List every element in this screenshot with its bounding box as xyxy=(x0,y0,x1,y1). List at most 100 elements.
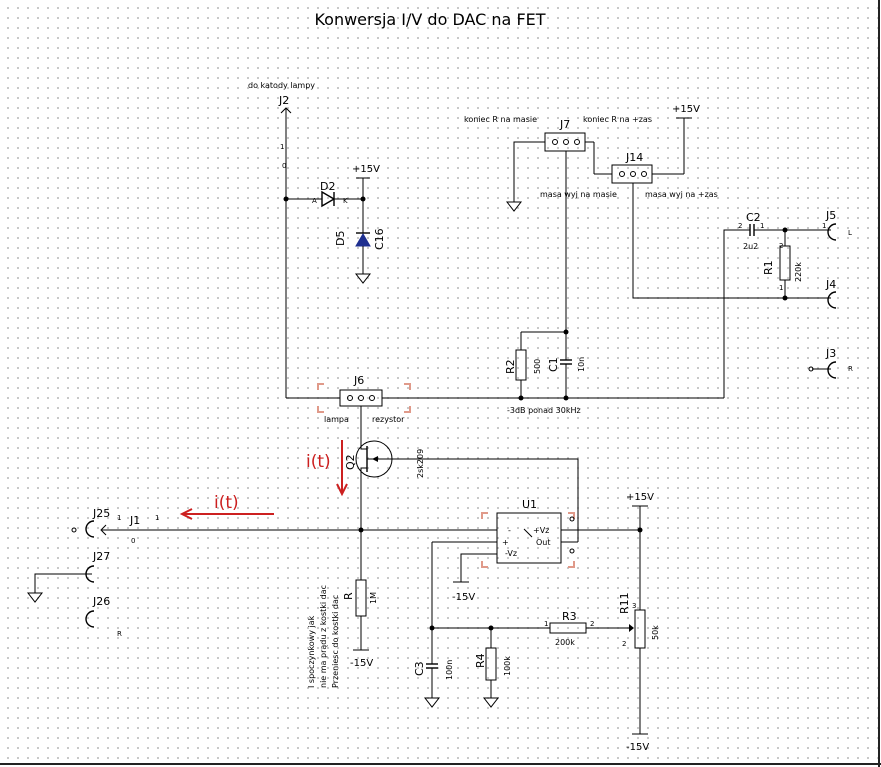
opamp-u1: U1 - + -Vz +Vz Out xyxy=(481,498,575,568)
connector-j2: do katody lampy J2 1 0 xyxy=(248,81,315,170)
svg-text:J4: J4 xyxy=(825,278,836,291)
power-plus15-d5: +15V xyxy=(352,164,380,199)
jack-j4: J4 xyxy=(825,278,836,309)
svg-text:50k: 50k xyxy=(651,625,660,640)
svg-text:1: 1 xyxy=(779,284,783,292)
svg-text:C3: C3 xyxy=(413,661,426,676)
svg-text:+15V: +15V xyxy=(626,492,654,503)
svg-text:2u2: 2u2 xyxy=(743,242,758,251)
svg-text:I spoczynkowy jak: I spoczynkowy jak xyxy=(307,615,316,688)
jack-j27: J27 xyxy=(26,550,110,603)
svg-text:K: K xyxy=(343,197,348,205)
svg-text:-15V: -15V xyxy=(626,742,649,753)
svg-text:1M: 1M xyxy=(369,592,378,604)
svg-text:0: 0 xyxy=(282,162,286,170)
svg-text:D5: D5 xyxy=(334,231,347,246)
svg-text:+Vz: +Vz xyxy=(533,526,549,535)
masa-wyj-zas-label: masa wyj na +zas xyxy=(645,190,718,199)
svg-text:i(t): i(t) xyxy=(306,452,331,472)
svg-text:L: L xyxy=(848,229,852,237)
svg-text:+15V: +15V xyxy=(352,164,380,175)
koniec-masie-label: koniec R na masie xyxy=(464,115,537,124)
svg-text:C2: C2 xyxy=(746,211,761,224)
svg-text:R: R xyxy=(848,365,853,373)
svg-text:J25: J25 xyxy=(92,507,110,520)
power-minus15-u1: -15V xyxy=(452,592,475,603)
svg-text:2: 2 xyxy=(590,620,594,628)
capacitor-c1: C1 10n xyxy=(547,332,586,398)
power-plus15-u1: +15V xyxy=(626,492,654,610)
svg-text:R: R xyxy=(117,630,122,638)
svg-text:1: 1 xyxy=(155,514,159,522)
svg-text:Out: Out xyxy=(536,538,551,547)
svg-text:1: 1 xyxy=(822,222,826,230)
svg-text:A: A xyxy=(312,197,317,205)
do-katody-label: do katody lampy xyxy=(248,81,315,90)
diode-d2: D2 A K xyxy=(312,180,348,208)
svg-text:2: 2 xyxy=(779,242,783,250)
capacitor-c3: C3 100n xyxy=(413,630,454,708)
svg-text:U1: U1 xyxy=(522,498,537,511)
svg-text:Przeniesc do kostki dac: Przeniesc do kostki dac xyxy=(331,595,340,688)
svg-text:J5: J5 xyxy=(825,209,836,222)
svg-text:nie ma prądu z kostki dac: nie ma prądu z kostki dac xyxy=(319,585,328,688)
svg-text:R2: R2 xyxy=(504,359,517,374)
svg-text:R3: R3 xyxy=(562,610,577,623)
svg-text:J26: J26 xyxy=(92,595,110,608)
svg-text:J7: J7 xyxy=(559,118,570,131)
svg-text:100k: 100k xyxy=(503,656,512,676)
svg-text:Q2: Q2 xyxy=(344,454,357,470)
note-text: I spoczynkowy jak nie ma prądu z kostki … xyxy=(307,585,340,688)
connector-j1: J1 1 1 0 xyxy=(100,514,159,545)
svg-text:200k: 200k xyxy=(555,638,575,647)
svg-text:R1: R1 xyxy=(762,260,775,275)
svg-text:3: 3 xyxy=(632,602,636,610)
connector-j7: J7 xyxy=(544,118,586,152)
svg-text:1: 1 xyxy=(117,514,121,522)
svg-text:lampa: lampa xyxy=(324,415,349,424)
koniec-zas-label: koniec R na +zas xyxy=(583,115,652,124)
svg-text:-Vz: -Vz xyxy=(505,549,517,558)
power-plus15-j7: +15V xyxy=(672,104,700,174)
svg-text:J27: J27 xyxy=(92,550,110,563)
svg-text:R4: R4 xyxy=(474,653,487,668)
minus3db-label: -3dB ponad 30kHz xyxy=(507,406,581,415)
ground-d5 xyxy=(354,273,372,284)
svg-text:C16: C16 xyxy=(373,228,386,250)
svg-text:500: 500 xyxy=(533,359,542,374)
svg-text:2sk209: 2sk209 xyxy=(416,449,425,478)
connector-j6: J6 lampa rezystor xyxy=(317,374,411,424)
svg-text:2: 2 xyxy=(622,640,626,648)
svg-text:2: 2 xyxy=(738,222,742,230)
current-arrow-vertical: i(t) xyxy=(306,440,348,497)
j2-ref: J2 xyxy=(278,94,289,107)
connector-j14: J14 xyxy=(611,151,653,184)
svg-text:0: 0 xyxy=(131,537,135,545)
resistor-r4: R4 100k xyxy=(474,628,512,708)
svg-text:1: 1 xyxy=(544,620,548,628)
svg-text:J3: J3 xyxy=(825,347,836,360)
svg-text:1: 1 xyxy=(760,222,764,230)
svg-text:R: R xyxy=(342,592,355,600)
jack-j26: J26 R xyxy=(85,595,122,638)
resistor-r1: R1 220k 2 1 xyxy=(762,230,803,298)
svg-text:220k: 220k xyxy=(794,262,803,282)
svg-text:i(t): i(t) xyxy=(214,493,239,513)
jack-j3: J3 R xyxy=(808,347,853,379)
svg-text:+15V: +15V xyxy=(672,104,700,115)
svg-text:D2: D2 xyxy=(320,180,335,193)
svg-text:-: - xyxy=(508,526,511,535)
svg-text:R11: R11 xyxy=(618,592,631,614)
resistor-r-1m: R 1M -15V xyxy=(342,530,378,669)
svg-text:100n: 100n xyxy=(445,660,454,680)
svg-text:1: 1 xyxy=(280,143,284,151)
diode-d5: D5 C16 xyxy=(334,199,386,274)
potentiometer-r11: R11 50k 2 3 -15V xyxy=(618,592,660,753)
diagram-title: Konwersja I/V do DAC na FET xyxy=(314,10,545,29)
jfet-q2: Q2 2sk209 xyxy=(344,440,579,542)
svg-text:rezystor: rezystor xyxy=(372,415,405,424)
jack-j25: J25 xyxy=(71,507,110,538)
svg-text:C1: C1 xyxy=(547,357,560,372)
svg-text:-15V: -15V xyxy=(350,658,373,669)
